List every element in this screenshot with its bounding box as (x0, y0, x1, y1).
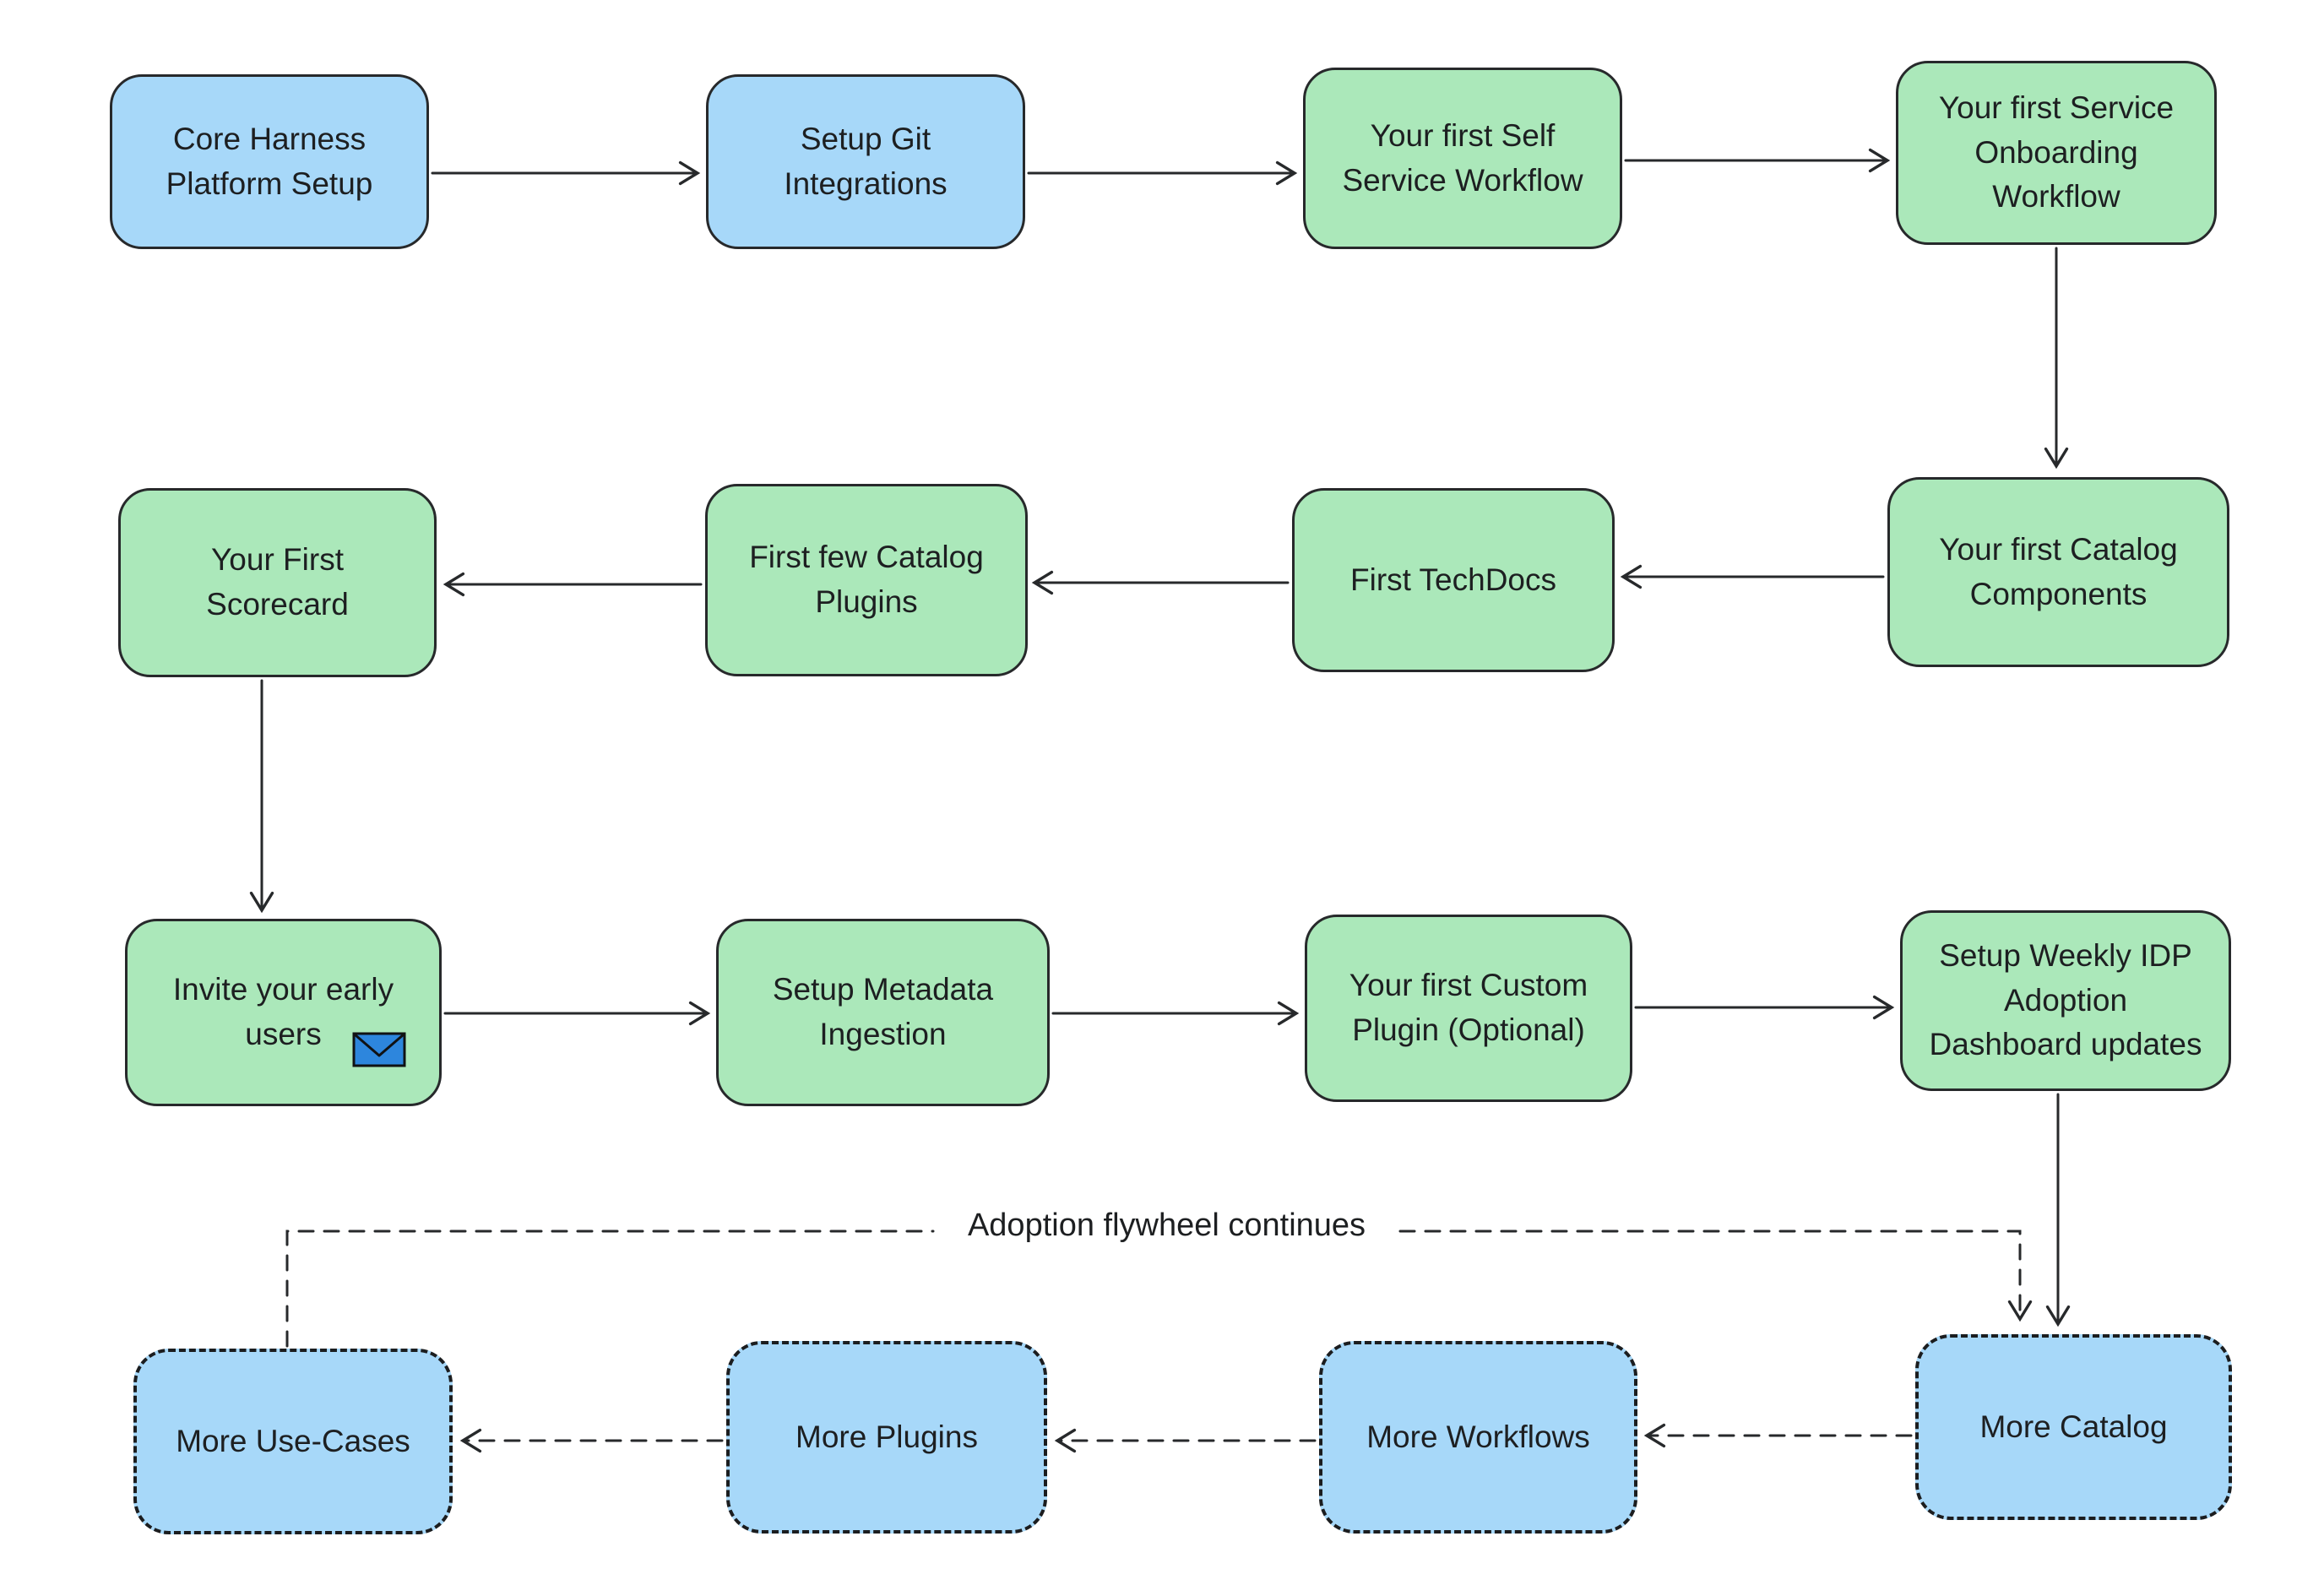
node-more-plugins: More Plugins (726, 1341, 1047, 1534)
node-first-techdocs: First TechDocs (1292, 488, 1615, 672)
node-more-catalog: More Catalog (1915, 1334, 2232, 1520)
node-label: Your first Self Service Workflow (1342, 117, 1583, 198)
node-label: First few Catalog Plugins (749, 540, 984, 619)
node-more-use-cases: More Use-Cases (133, 1349, 453, 1534)
node-label: Setup Metadata Ingestion (772, 972, 994, 1051)
node-first-self-service-workflow: Your first Self Service Workflow (1303, 68, 1622, 249)
node-label: More Use-Cases (176, 1423, 410, 1458)
flywheel-line-left (285, 1230, 935, 1348)
flywheel-label: Adoption flywheel continues (967, 1208, 1366, 1243)
node-label: Invite your early users (172, 972, 394, 1051)
node-label: Setup Weekly IDP Adoption Dashboard upda… (1929, 938, 2202, 1062)
node-label: Setup Git Integrations (784, 121, 948, 201)
node-label: Your first Service Onboarding Workflow (1938, 90, 2175, 214)
node-first-few-catalog-plugins: First few Catalog Plugins (705, 484, 1028, 676)
node-invite-early-users: Invite your early users (125, 919, 442, 1106)
node-setup-metadata-ingestion: Setup Metadata Ingestion (716, 919, 1050, 1106)
node-first-scorecard: Your First Scorecard (118, 488, 437, 677)
node-first-catalog-components: Your first Catalog Components (1887, 477, 2229, 667)
flywheel-line-right (1398, 1230, 2033, 1322)
node-more-workflows: More Workflows (1319, 1341, 1637, 1534)
node-label: More Catalog (1979, 1409, 2168, 1444)
envelope-icon (352, 1032, 406, 1067)
node-label: First TechDocs (1350, 562, 1556, 597)
node-label: Your first Custom Plugin (Optional) (1349, 968, 1588, 1047)
node-first-service-onboarding-workflow: Your first Service Onboarding Workflow (1896, 61, 2217, 245)
node-first-custom-plugin: Your first Custom Plugin (Optional) (1305, 915, 1632, 1102)
node-label: Your First Scorecard (206, 542, 349, 622)
node-weekly-idp-adoption-dashboard: Setup Weekly IDP Adoption Dashboard upda… (1900, 910, 2231, 1091)
node-label: Core Harness Platform Setup (166, 121, 373, 201)
node-label: More Workflows (1366, 1419, 1590, 1454)
node-setup-git-integrations: Setup Git Integrations (706, 74, 1025, 249)
node-label: Your first Catalog Components (1939, 531, 2178, 611)
node-core-harness-platform-setup: Core Harness Platform Setup (110, 74, 429, 249)
node-label: More Plugins (795, 1419, 978, 1454)
